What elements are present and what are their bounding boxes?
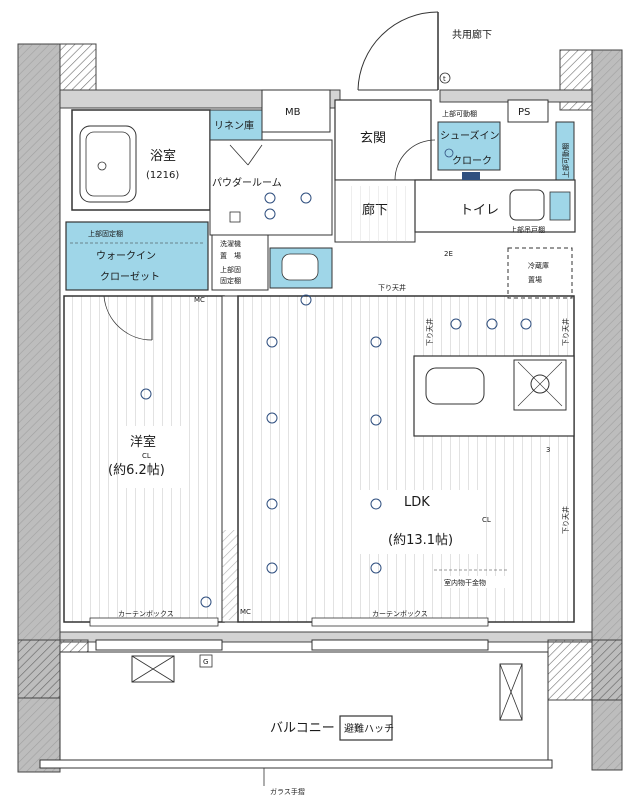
bedroom-mc-label: MC: [194, 296, 205, 304]
common-corridor-label: 共用廊下: [452, 28, 492, 41]
ps-label: PS: [518, 107, 530, 118]
ldk-name: LDK: [404, 495, 430, 510]
shoes-in-label: シューズイン: [440, 129, 500, 142]
toilet-room: [414, 179, 576, 233]
walkin-upper-shelf-label: 上部固定棚: [88, 229, 123, 238]
ldk-curtain-label: カーテンボックス: [372, 610, 428, 618]
powder-room-label: パウダールーム: [212, 176, 282, 189]
lowered-ceiling-right-2: 下り天井: [561, 506, 570, 534]
toilet-label: トイレ: [460, 203, 499, 218]
upper-fixed-label-1: 上部固: [220, 265, 241, 274]
fridge-label-2: 置場: [528, 275, 542, 284]
fridge-space: [507, 247, 573, 299]
g-label: G: [203, 658, 208, 666]
balcony-label: バルコニー: [270, 721, 335, 736]
symbol-3: 3: [546, 446, 550, 454]
upper-fixed-label-2: 固定棚: [220, 276, 241, 285]
linen-closet: [209, 109, 263, 141]
outer-walls: [17, 43, 623, 773]
lowered-ceiling-left: 下り天井: [425, 318, 434, 346]
bath-name: 浴室: [150, 148, 176, 164]
washer-space: [211, 234, 269, 291]
glass-railing: [39, 759, 553, 769]
bedroom-cl-label: CL: [142, 452, 151, 460]
walkin-label-2: クローゼット: [100, 271, 160, 283]
entrance-door: [357, 11, 439, 91]
hatch-label: 避難ハッチ: [344, 722, 394, 735]
shoes-in-cloak: [437, 121, 501, 171]
mb-box: [261, 89, 331, 133]
symbol-2e: 2E: [444, 250, 453, 258]
upper-shelf-right-label: 上部可動棚: [561, 143, 570, 178]
walkin-label-1: ウォークイン: [96, 250, 156, 262]
bedroom-curtain-box: [89, 617, 219, 627]
washer-label-2: 置 場: [220, 251, 241, 260]
upper-hanging-cabinet-label: 上部吊戸棚: [510, 225, 545, 234]
bedroom-name: 洋室: [130, 434, 156, 450]
lowered-ceiling-top: 下り天井: [378, 283, 406, 292]
ldk-curtain-box: [311, 617, 489, 627]
ldk: [237, 295, 575, 623]
bathtub: [79, 125, 137, 203]
entrance-label: 玄関: [360, 131, 386, 146]
upper-movable-shelf-label: 上部可動棚: [442, 109, 477, 118]
ldk-cl-label: CL: [482, 516, 491, 524]
bath-size: (1216): [146, 170, 179, 181]
indoor-dryer-label: 室内物干金物: [444, 578, 486, 587]
bedroom-size: (約6.2帖): [108, 463, 165, 478]
ps-box: [507, 99, 549, 123]
genkan: [334, 99, 432, 181]
walkin-closet: [65, 221, 209, 291]
ldk-size: (約13.1帖): [388, 533, 453, 548]
light-fixtures: [200, 294, 532, 608]
ldk-window: [311, 639, 489, 651]
bedroom-window: [95, 639, 223, 651]
fridge-label-1: 冷蔵庫: [528, 261, 549, 270]
glass-rail-label: ガラス手摺: [270, 787, 305, 796]
linen-label: リネン庫: [214, 119, 254, 132]
bedroom-curtain-label: カーテンボックス: [118, 610, 174, 618]
mb-label: MB: [285, 107, 301, 118]
escape-hatch: [339, 715, 393, 741]
washer-label-1: 洗濯機: [220, 239, 241, 248]
lowered-ceiling-right: 下り天井: [561, 318, 570, 346]
symbol-t: t: [443, 75, 446, 83]
partition-mc-label: MC: [240, 608, 251, 616]
cloak-label: クローク: [452, 155, 492, 167]
